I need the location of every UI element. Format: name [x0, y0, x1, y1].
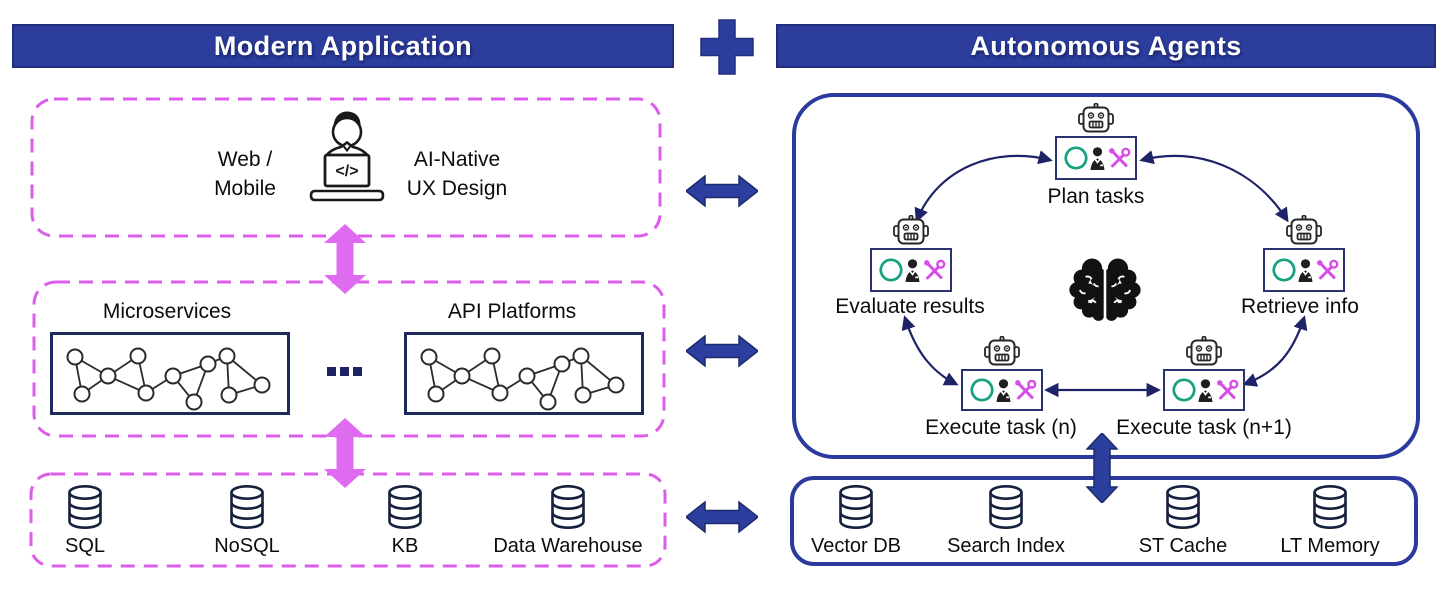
plan-tasks-label: Plan tasks [1047, 185, 1145, 208]
ux-agents-sync-arrow [686, 174, 758, 208]
network-graph-icon [50, 332, 290, 415]
db-data-warehouse: Data Warehouse [473, 484, 663, 558]
agent-node-icons [1272, 258, 1339, 282]
execute-task-n-node [961, 369, 1043, 411]
header-autonomous-agents-label: Autonomous Agents [970, 30, 1242, 61]
openai-icon [970, 378, 994, 402]
db-sql: SQL [35, 484, 135, 558]
robot-icon [984, 336, 1020, 366]
data-memory-sync-arrow [686, 500, 758, 534]
crossed-tools-icon [924, 259, 946, 280]
crossed-tools-icon [1217, 379, 1239, 400]
ux-layer-label-right: AI-Native UX Design [406, 148, 508, 200]
db-st-cache: ST Cache [1113, 484, 1253, 558]
services-agents-sync-arrow [686, 334, 758, 368]
agent-flow-arrows [901, 150, 1308, 398]
api-platforms-label: API Platforms [447, 300, 577, 323]
header-modern-application: Modern Application [12, 24, 674, 68]
crossed-tools-icon [1317, 259, 1339, 280]
developer-laptop-icon: </> [309, 111, 385, 202]
database-icon [1313, 485, 1347, 529]
database-icon [1166, 485, 1200, 529]
db-label: Search Index [947, 535, 1065, 557]
brain-icon [1069, 256, 1141, 322]
header-modern-application-label: Modern Application [213, 30, 473, 61]
network-graph-icon [404, 332, 644, 415]
database-icon [230, 485, 264, 529]
plus-icon [700, 19, 754, 75]
agent-person-icon [1198, 379, 1213, 402]
execute-task-n-label: Execute task (n) [925, 416, 1077, 439]
retrieve-execute-arrow [1242, 315, 1308, 387]
robot-icon [893, 215, 929, 245]
agent-node-icons [970, 378, 1037, 402]
robot-icon [1078, 103, 1114, 133]
agent-node-icons [1064, 146, 1131, 170]
agent-person-icon [905, 259, 920, 282]
db-label: Data Warehouse [493, 535, 643, 557]
robot-icon [1186, 336, 1222, 366]
database-icon [551, 485, 585, 529]
crossed-tools-icon [1109, 147, 1131, 168]
agent-node-icons [1172, 378, 1239, 402]
db-nosql: NoSQL [192, 484, 302, 558]
ux-layer-label-left: Web / Mobile [214, 148, 276, 200]
agents-memory-sync-arrow [1086, 433, 1118, 503]
openai-icon [1172, 378, 1196, 402]
robot-icon [1286, 215, 1322, 245]
ellipsis-icon [327, 367, 362, 376]
plan-evaluate-arrow [914, 150, 1053, 223]
db-label: KB [391, 535, 419, 557]
db-search-index: Search Index [926, 484, 1086, 558]
retrieve-info-node [1263, 248, 1345, 292]
db-vector: Vector DB [781, 484, 931, 558]
database-icon [68, 485, 102, 529]
db-label: Vector DB [810, 535, 902, 557]
agent-person-icon [1298, 259, 1313, 282]
data-layer-box [29, 472, 667, 568]
execute-task-n1-node [1163, 369, 1245, 411]
evaluate-results-node [870, 248, 952, 292]
plan-tasks-node [1055, 136, 1137, 180]
db-label: SQL [64, 535, 106, 557]
code-glyph: </> [335, 163, 358, 180]
agent-person-icon [1090, 147, 1105, 170]
db-label: LT Memory [1280, 535, 1380, 557]
services-data-sync-arrow [324, 418, 366, 488]
evaluate-results-label: Evaluate results [835, 295, 985, 318]
openai-icon [1272, 258, 1296, 282]
db-kb: KB [355, 484, 455, 558]
execute-task-n1-label: Execute task (n+1) [1116, 416, 1292, 439]
ux-services-sync-arrow [324, 224, 366, 294]
db-label: ST Cache [1138, 535, 1228, 557]
header-autonomous-agents: Autonomous Agents [776, 24, 1436, 68]
database-icon [839, 485, 873, 529]
plan-retrieve-arrow [1139, 150, 1289, 223]
database-icon [388, 485, 422, 529]
microservices-label: Microservices [102, 300, 232, 323]
retrieve-info-label: Retrieve info [1241, 295, 1359, 318]
agent-node-icons [879, 258, 946, 282]
evaluate-execute-arrow [901, 315, 959, 386]
openai-icon [1064, 146, 1088, 170]
agent-person-icon [996, 379, 1011, 402]
database-icon [989, 485, 1023, 529]
db-lt-memory: LT Memory [1255, 484, 1405, 558]
db-label: NoSQL [214, 535, 280, 557]
crossed-tools-icon [1015, 379, 1037, 400]
openai-icon [879, 258, 903, 282]
